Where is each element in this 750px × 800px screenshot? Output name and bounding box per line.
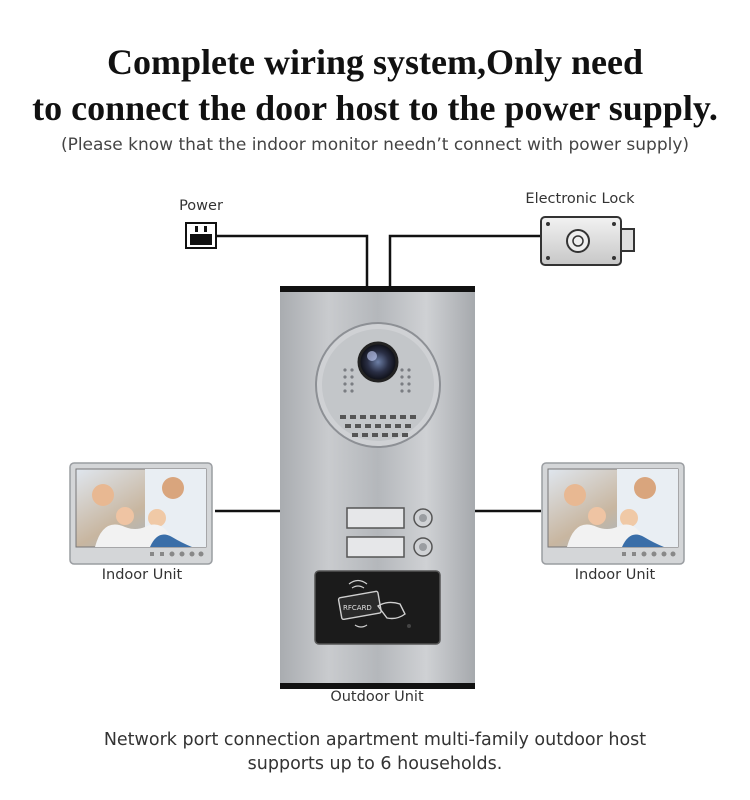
family-photo — [564, 469, 678, 547]
lock-wire — [388, 234, 540, 287]
family-photo — [92, 469, 206, 547]
call-button-row-2 — [346, 536, 433, 558]
power-wire — [217, 234, 369, 287]
headline-note: (Please know that the indoor monitor nee… — [60, 135, 690, 155]
speaker-grille — [340, 415, 416, 437]
headline-line-1: Complete wiring system,Only need — [107, 42, 643, 82]
outdoor-unit-panel: RFCARD — [280, 286, 475, 689]
power-plug-icon — [185, 222, 217, 249]
headline-line-2: to connect the door host to the power su… — [32, 88, 718, 128]
wires — [215, 234, 541, 513]
indoor-unit-right-label: Indoor Unit — [574, 567, 656, 583]
rfcard-text: RFCARD — [343, 604, 372, 612]
camera-lens-icon — [357, 341, 399, 383]
footer-line-1: Network port connection apartment multi-… — [103, 730, 647, 750]
electronic-lock-label: Electronic Lock — [525, 191, 635, 207]
outdoor-unit-label: Outdoor Unit — [330, 689, 424, 705]
indoor-unit-left-label: Indoor Unit — [101, 567, 183, 583]
indoor-unit-left-monitor — [69, 462, 213, 565]
footer-line-2: supports up to 6 households. — [247, 754, 503, 774]
indoor-unit-right-monitor — [541, 462, 685, 565]
call-button-row-1 — [346, 507, 433, 529]
power-label: Power — [179, 198, 223, 214]
rfid-card-reader: RFCARD — [314, 570, 441, 645]
electronic-lock-icon — [540, 216, 635, 266]
camera-module — [315, 322, 441, 448]
